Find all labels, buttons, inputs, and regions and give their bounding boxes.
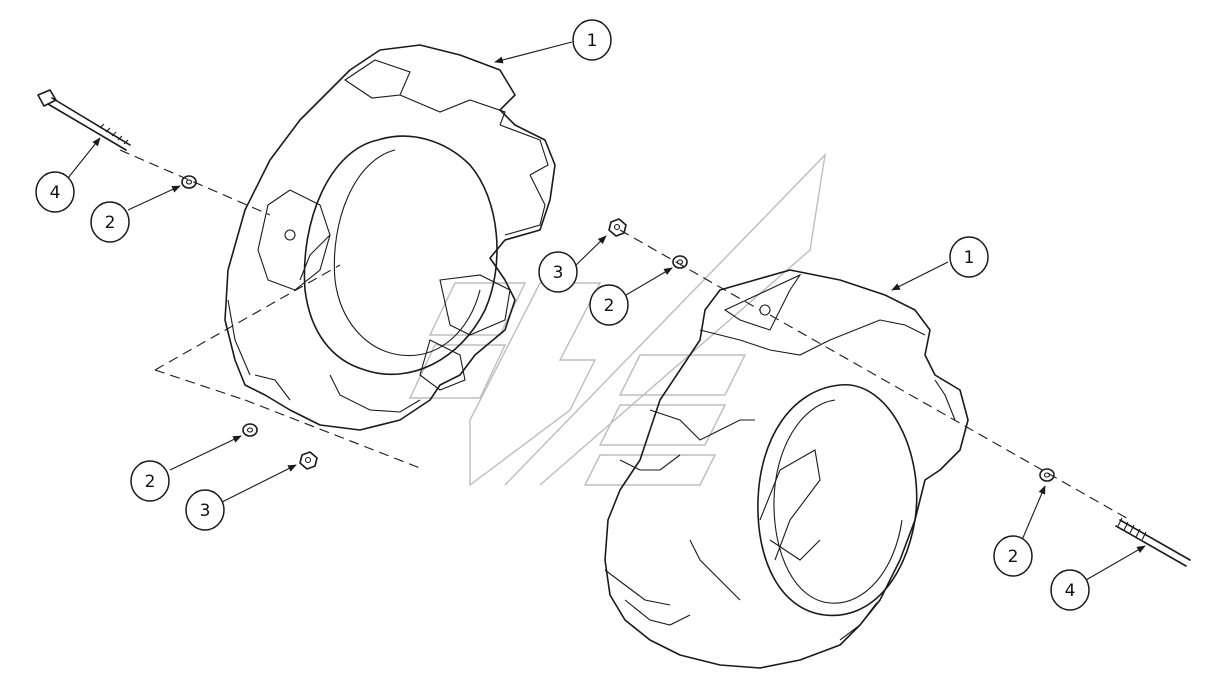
bolt-right: [1115, 517, 1191, 567]
callout-circle: [538, 251, 578, 293]
callout-number: 3: [553, 263, 564, 283]
callout-balloon-7: 2: [130, 460, 170, 502]
callout-circle: [130, 460, 170, 502]
washer-left-bottom: [242, 423, 258, 437]
callout-circle: [589, 284, 629, 326]
washer-right: [1039, 468, 1055, 482]
callout-number: 2: [105, 213, 116, 233]
leader-lines: [67, 41, 1146, 581]
callout-balloon-9: 2: [993, 535, 1033, 577]
callout-number: 3: [200, 501, 211, 521]
callout-number: 2: [1008, 547, 1019, 567]
callout-circle: [35, 171, 75, 213]
callout-balloon-10: 4: [1050, 569, 1090, 611]
callout-balloon-5: 2: [589, 284, 629, 326]
callout-number: 4: [50, 183, 61, 203]
callout-circle: [993, 535, 1033, 577]
nut-center: [608, 218, 627, 237]
wheel-weight-left: [224, 44, 556, 431]
callout-balloon-8: 3: [185, 489, 225, 531]
callout-layer: 1 4 2 3 2 1 2 3 2 4: [35, 19, 1090, 611]
callout-number: 1: [964, 248, 975, 268]
callout-circle: [572, 19, 612, 61]
callout-number: 4: [1065, 581, 1076, 601]
callout-balloon-1: 1: [572, 19, 612, 61]
nut-left: [299, 451, 318, 470]
callout-number: 2: [604, 296, 615, 316]
callout-number: 2: [145, 472, 156, 492]
callout-balloon-6: 1: [949, 236, 989, 278]
callout-circle: [90, 201, 130, 243]
callout-number: 1: [587, 31, 598, 51]
alignment-lines: [119, 149, 1131, 521]
callout-circle: [185, 489, 225, 531]
washer-center: [672, 255, 688, 269]
washer-left-top: [181, 175, 197, 189]
callout-balloon-4: 3: [538, 251, 578, 293]
callout-circle: [949, 236, 989, 278]
bolt-left: [37, 89, 131, 151]
callout-balloon-3: 2: [90, 201, 130, 243]
wheel-weight-right: [604, 269, 969, 669]
callout-balloon-2: 4: [35, 171, 75, 213]
callout-circle: [1050, 569, 1090, 611]
